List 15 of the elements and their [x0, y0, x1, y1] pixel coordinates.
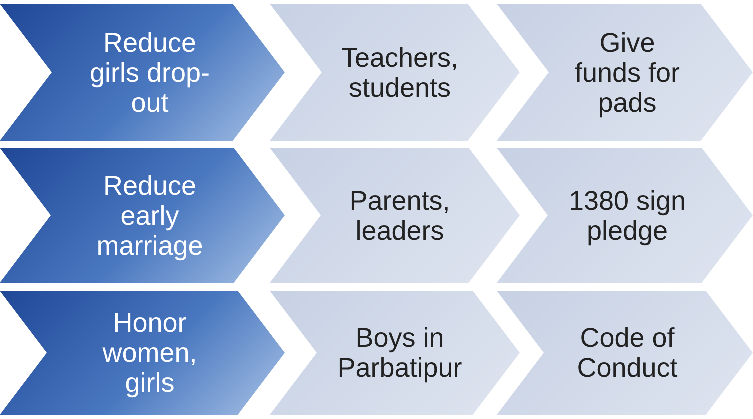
- step-text: 1380 sign pledge: [568, 186, 688, 246]
- step-panel: [497, 148, 753, 283]
- step-panel: [497, 291, 753, 415]
- step-text: Code of Conduct: [576, 323, 679, 383]
- step-text: Parents, leaders: [348, 186, 452, 246]
- step-panel: [497, 4, 753, 141]
- step-text: Reduce girls drop-out: [88, 28, 212, 118]
- step-text: Honor women, girls: [102, 308, 198, 398]
- step-text: Give funds for pads: [574, 28, 682, 118]
- goal-panel: [0, 291, 285, 415]
- step-text: Reduce early marriage: [96, 170, 204, 260]
- goal-panel: [0, 148, 285, 283]
- goal-panel: [0, 4, 285, 141]
- step-text: Teachers, students: [340, 42, 460, 102]
- step-text: Boys in Parbatipur: [336, 323, 464, 383]
